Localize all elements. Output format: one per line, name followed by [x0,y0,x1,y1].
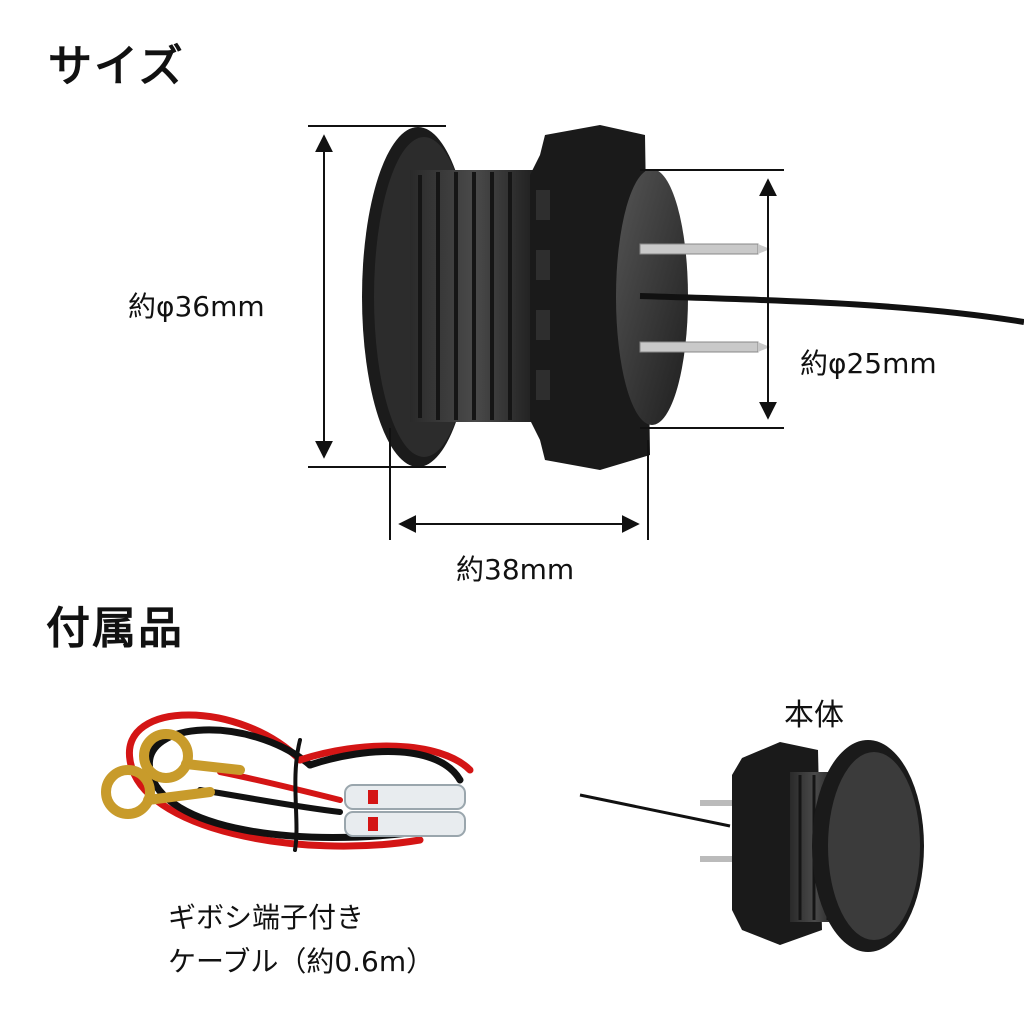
outer-diameter-label: 約φ36mm [128,290,265,323]
accessories-heading: 付属品 [46,603,184,654]
length-label: 約38mm [456,553,575,586]
size-heading: サイズ [48,41,185,92]
dimension-lines [308,125,784,540]
inner-diameter-label: 約φ25mm [800,347,937,380]
body-illustration [579,740,924,952]
body-label: 本体 [784,698,844,733]
cable-label-line1: ギボシ端子付き [168,901,365,934]
cable-label-line2: ケーブル（約0.6m） [168,945,435,978]
cable-illustration [101,711,474,852]
socket-side-view [362,125,1024,470]
